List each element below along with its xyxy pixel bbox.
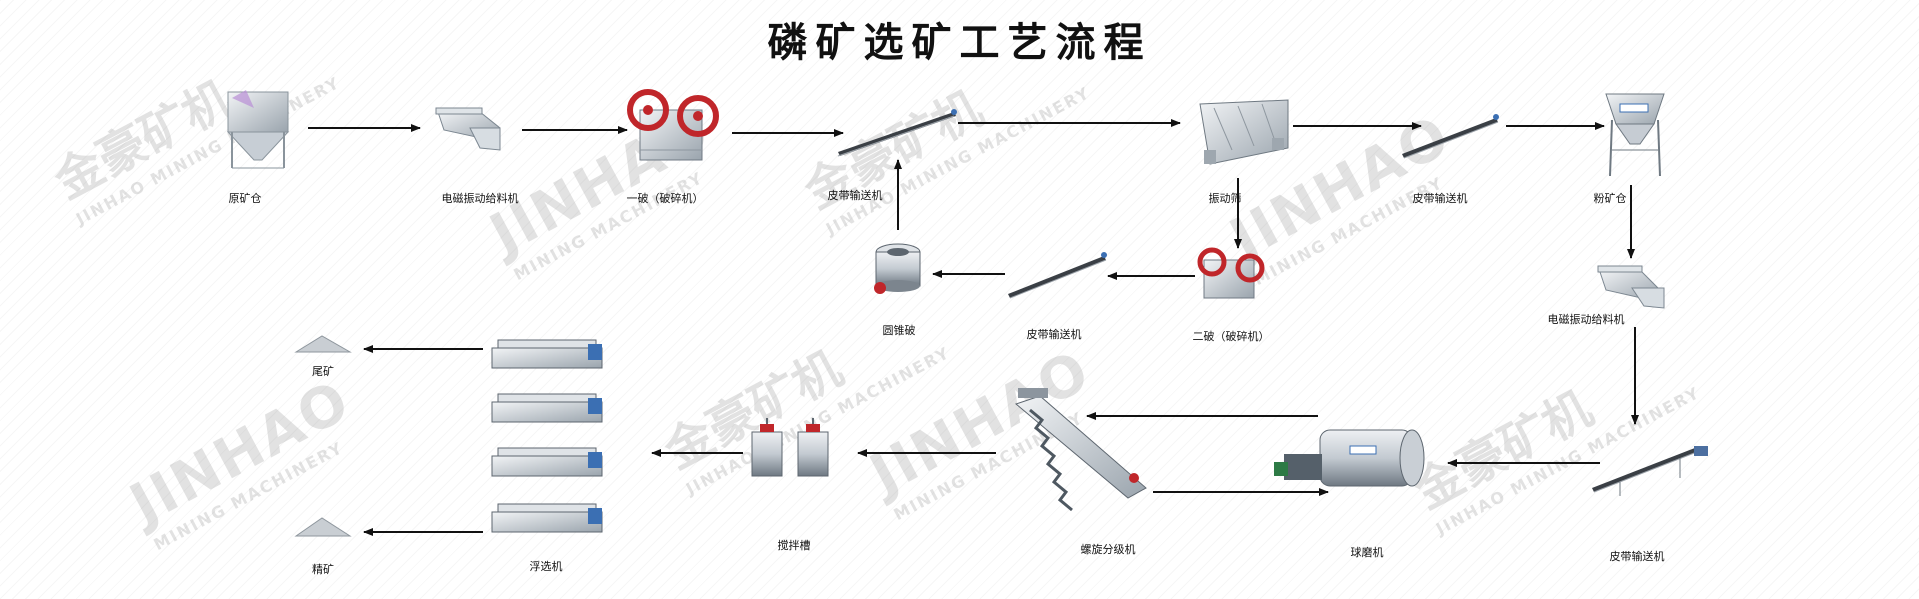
label-flotation: 浮选机 [529, 560, 563, 573]
label-raw-bin: 原矿仓 [228, 192, 262, 205]
label-vib-screen: 振动筛 [1208, 192, 1242, 205]
label-belt-2: 皮带输送机 [1412, 192, 1468, 205]
raw-ore-bin-graphic [226, 90, 290, 169]
label-jaw-crusher: 一破（破碎机） [626, 192, 704, 205]
label-powder-bin: 粉矿仓 [1593, 192, 1627, 205]
label-vib-feeder-2: 电磁振动给料机 [1547, 313, 1625, 326]
agitation-tank-graphic [751, 418, 829, 477]
belt-conveyor-2-graphic [1402, 114, 1499, 159]
label-spiral-classifier: 螺旋分级机 [1080, 543, 1136, 556]
label-belt-4: 皮带输送机 [1609, 550, 1665, 563]
powder-bin-graphic [1605, 93, 1665, 177]
vibrating-feeder-2-graphic [1597, 265, 1665, 309]
label-agitation-tank: 搅拌槽 [777, 539, 811, 552]
crusher-2-graphic [1197, 247, 1265, 299]
label-crusher-2: 二破（破碎机） [1192, 330, 1270, 343]
flow-arrows [308, 119, 1639, 536]
spiral-classifier-graphic [1014, 388, 1147, 512]
label-cone-crusher: 圆锥破 [882, 324, 916, 337]
flotation-machines-graphic [491, 339, 603, 533]
label-vib-feeder-1: 电磁振动给料机 [441, 192, 519, 205]
cone-crusher-graphic [874, 243, 921, 294]
tailings-pile-graphic [294, 335, 352, 353]
label-tailings: 尾矿 [312, 365, 334, 378]
label-ball-mill: 球磨机 [1350, 546, 1384, 559]
label-belt-3: 皮带输送机 [1026, 328, 1082, 341]
page-title: 磷矿选矿工艺流程 [767, 20, 1152, 66]
belt-conveyor-1-graphic [837, 109, 957, 157]
concentrate-pile-graphic [294, 517, 352, 537]
label-belt-1: 皮带输送机 [827, 189, 883, 202]
ball-mill-graphic [1274, 429, 1425, 487]
vibrating-feeder-1-graphic [435, 107, 501, 151]
label-concentrate: 精矿 [312, 563, 334, 576]
belt-conveyor-4-graphic [1592, 446, 1708, 496]
vibrating-screen-graphic [1199, 99, 1289, 165]
belt-conveyor-3-graphic [1008, 252, 1107, 299]
jaw-crusher-graphic [627, 89, 719, 161]
